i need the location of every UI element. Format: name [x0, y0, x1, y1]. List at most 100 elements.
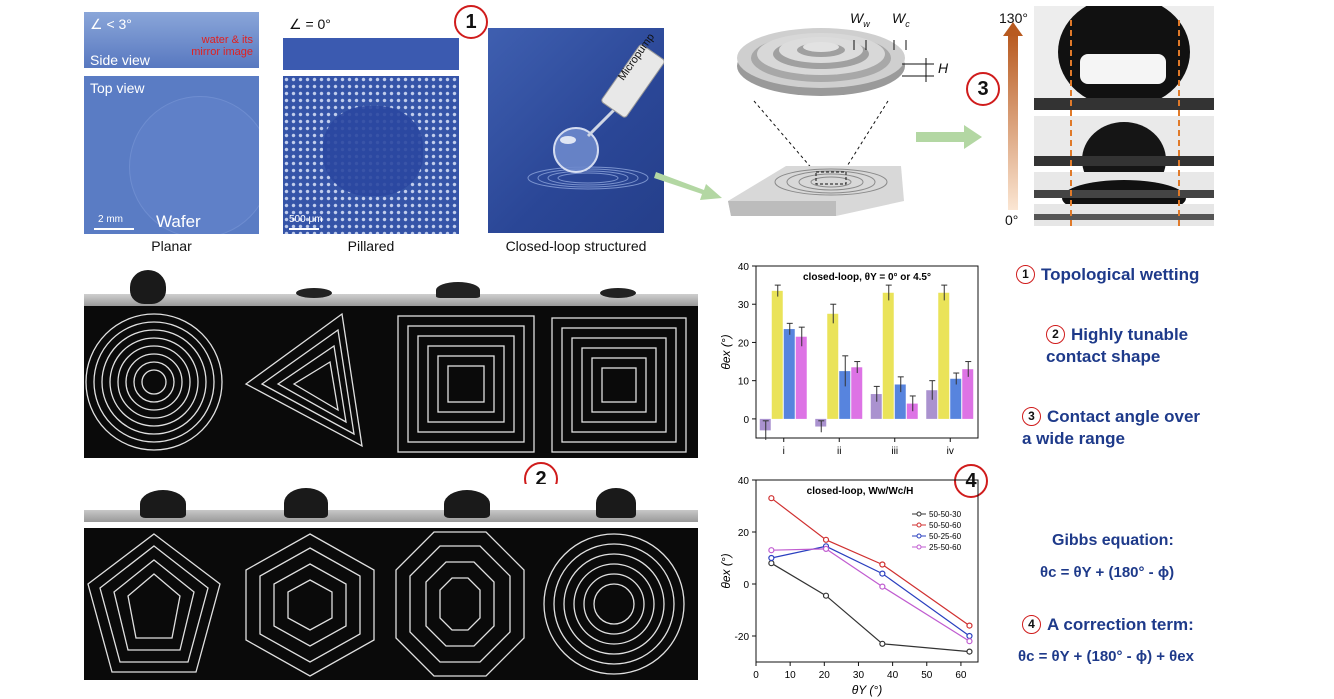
line-point — [966, 632, 973, 640]
planar-scale-label: 2 mm — [98, 214, 123, 225]
bar-y-tick-label: 30 — [738, 300, 750, 311]
legend-marker — [916, 511, 922, 517]
bar-y-axis-label: θex (°) — [719, 334, 733, 369]
bar-y-tick-label: 20 — [738, 338, 750, 349]
line-point — [822, 536, 830, 543]
line-point — [879, 583, 886, 590]
droplet-side-views-row-3 — [84, 484, 698, 522]
wc-label: Wc — [892, 10, 910, 29]
line-point — [966, 648, 973, 655]
bar — [926, 390, 938, 419]
bar-y-tick-label: 10 — [738, 377, 750, 388]
item-2-badge: 2 — [1046, 325, 1065, 344]
bar — [882, 292, 894, 419]
pillared-scale-bar — [289, 228, 319, 230]
line-point — [768, 554, 775, 562]
contact-angle-photos — [1034, 6, 1214, 228]
legend-marker — [916, 533, 922, 539]
angle-gradient-arrow — [1008, 34, 1018, 210]
bar — [851, 367, 863, 419]
bar-y-tick-label: 40 — [738, 262, 750, 273]
bar-x-tick-label: iii — [891, 446, 898, 457]
line-point — [822, 592, 830, 599]
line-point — [768, 495, 775, 502]
droplet-side-views-row-2 — [84, 266, 698, 306]
line-chart-frame — [755, 479, 979, 663]
legend-label: 25-50-60 — [929, 543, 962, 552]
pillared-angle-label: ∠ = 0° — [289, 16, 331, 32]
line-series — [771, 545, 970, 637]
bar — [906, 403, 918, 419]
line-x-tick-label: 10 — [785, 670, 797, 681]
line-series — [771, 562, 970, 653]
legend-label: 50-50-60 — [929, 521, 962, 530]
legend-marker — [916, 522, 922, 528]
bar-y-tick-label: 0 — [743, 415, 749, 426]
bar — [950, 378, 962, 419]
planar-scale-bar — [94, 228, 134, 230]
closed-loop-schematic: Ww Wc H — [726, 6, 966, 228]
line-x-tick-label: 30 — [853, 670, 865, 681]
bar — [783, 329, 795, 419]
badge-1: 1 — [454, 5, 488, 39]
closed-loop-photo: Micropump — [488, 28, 664, 233]
item-4-badge: 4 — [1022, 615, 1041, 634]
badge-4: 4 — [954, 464, 988, 498]
angle-bottom-label: 0° — [1005, 212, 1019, 228]
arrow-2-icon — [916, 125, 982, 149]
bar-x-tick-label: ii — [837, 446, 841, 457]
line-y-tick-label: -20 — [735, 632, 750, 643]
bar — [771, 290, 783, 419]
bar — [870, 394, 882, 419]
pillared-scale-label: 500 μm — [289, 214, 323, 225]
pillared-side-view-image: ∠ = 0° — [283, 12, 459, 70]
bar-chart-frame — [755, 265, 979, 439]
bar — [795, 336, 807, 419]
line-chart-title: closed-loop, Ww/Wc/H — [807, 486, 914, 497]
bar-chart: 0 10 20 30 40 closed-loop, θY = 0° or 4.5° θex… — [719, 262, 979, 457]
bar-x-tick-label: i — [783, 446, 785, 457]
item-3-badge: 3 — [1022, 407, 1041, 426]
line-x-tick-label: 50 — [921, 670, 933, 681]
badge-3: 3 — [966, 72, 1000, 106]
line-point — [768, 560, 775, 567]
line-y-tick-label: 0 — [743, 580, 749, 591]
closed-loop-caption: Closed-loop structured — [505, 238, 647, 254]
planar-caption: Planar — [151, 238, 192, 254]
gibbs-title: Gibbs equation: — [1052, 532, 1174, 549]
closed-loop-patterns-row-2 — [84, 306, 698, 458]
line-point — [879, 640, 886, 647]
angle-arrowhead-icon — [1003, 22, 1023, 36]
gibbs-equation: θc = θY + (180° - ϕ) — [1040, 564, 1175, 581]
line-x-tick-label: 0 — [753, 670, 759, 681]
legend-label: 50-25-60 — [929, 532, 962, 541]
line-y-tick-label: 40 — [738, 476, 750, 487]
line-point — [822, 545, 830, 553]
legend-label: 50-50-30 — [929, 510, 962, 519]
legend-marker — [916, 544, 922, 550]
bar — [938, 292, 950, 419]
ww-label: Ww — [850, 10, 870, 29]
arrow-1-icon — [654, 172, 722, 200]
item-1-badge: 1 — [1016, 265, 1035, 284]
h-label: H — [938, 60, 949, 76]
line-x-tick-label: 60 — [955, 670, 967, 681]
bar-chart-title: closed-loop, θY = 0° or 4.5° — [803, 272, 931, 283]
line-point — [966, 638, 973, 645]
line-x-axis-label: θY (°) — [852, 683, 882, 697]
line-point — [879, 570, 886, 577]
top-view-label: Top view — [90, 80, 145, 96]
planar-angle-label: ∠ < 3° — [90, 16, 132, 32]
bar — [962, 369, 974, 419]
side-view-label: Side view — [90, 52, 150, 68]
line-y-axis-label: θex (°) — [719, 553, 733, 588]
water-note-label: water & its mirror image — [191, 34, 253, 58]
line-point — [966, 622, 973, 629]
planar-top-view-image: Top view 2 mm Wafer — [84, 76, 259, 234]
wafer-label: Wafer — [156, 212, 201, 231]
